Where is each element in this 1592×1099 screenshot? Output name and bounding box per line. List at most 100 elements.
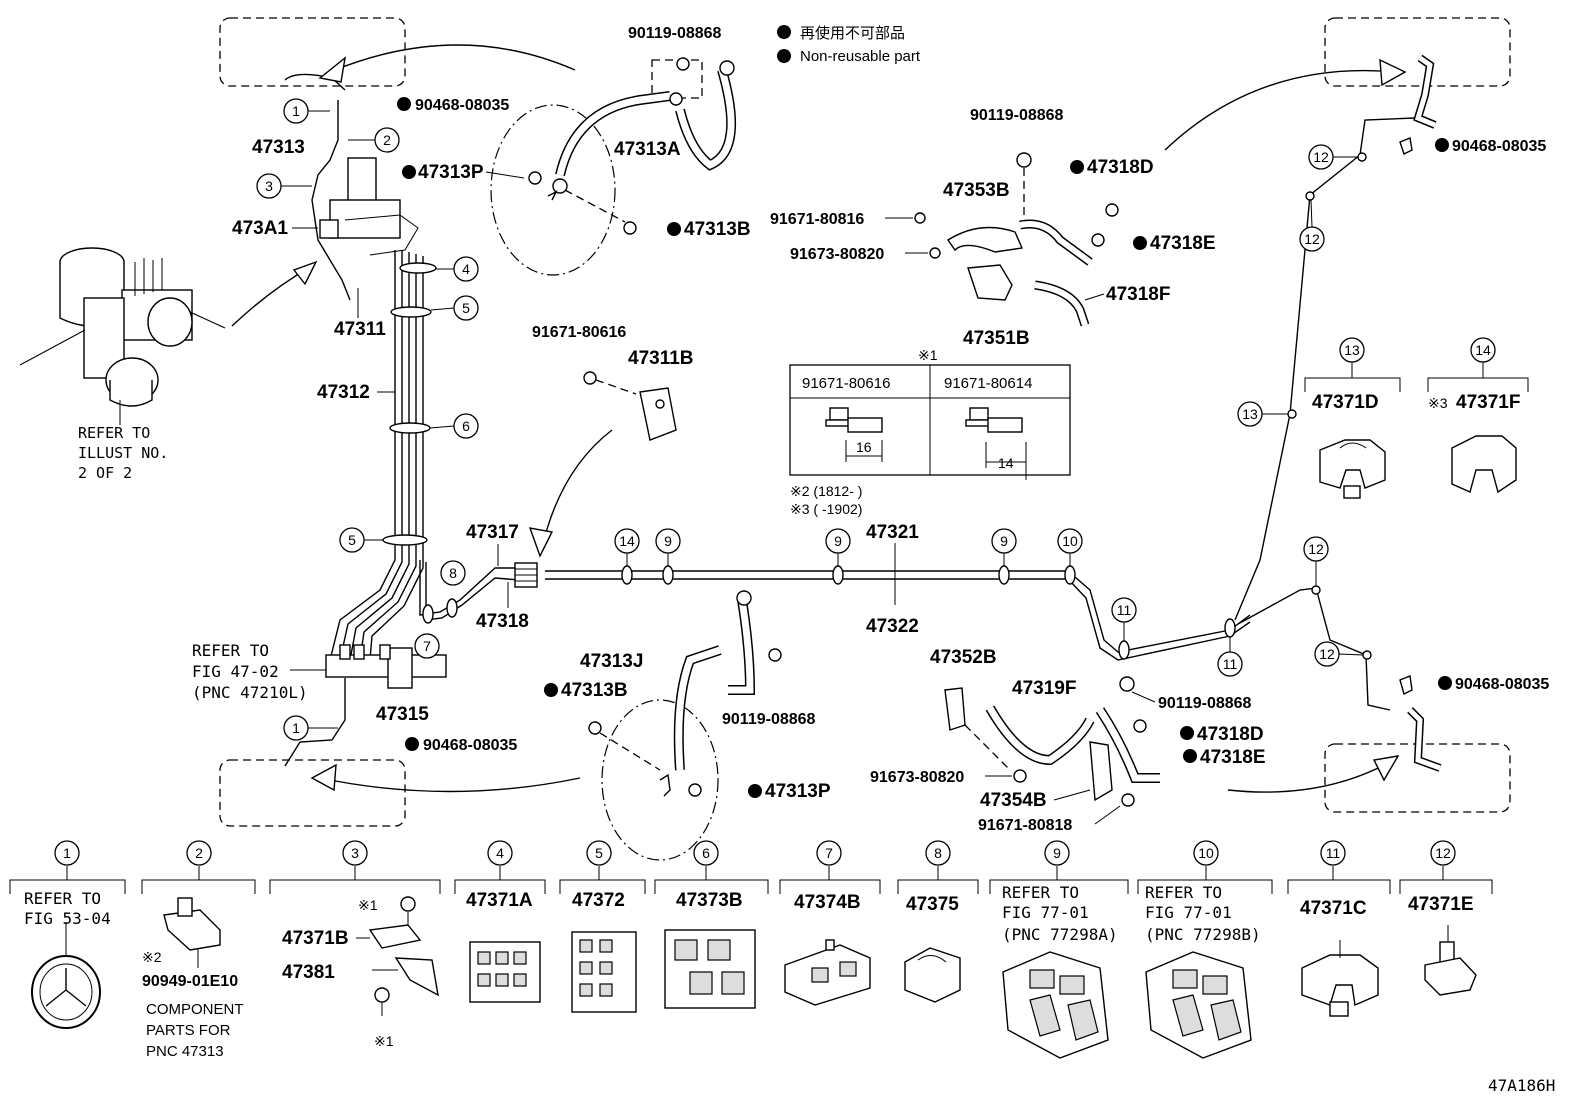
part-label: 47313B xyxy=(561,680,628,701)
brake-actuator-assembly: REFER TO ILLUST NO. 2 OF 2 xyxy=(19,247,318,482)
component-5-drawing xyxy=(571,931,637,1013)
part-label: 90119-08868 xyxy=(628,25,722,42)
arrow-head-icon xyxy=(292,260,318,286)
callout-9: 9 xyxy=(825,528,851,554)
part-label: 47319F xyxy=(1012,678,1076,699)
svg-text:1: 1 xyxy=(292,720,300,736)
component-number-circle xyxy=(816,840,842,866)
svg-text:5: 5 xyxy=(348,532,356,548)
part-label: 47318 xyxy=(476,611,529,632)
svg-text:12: 12 xyxy=(1304,231,1320,247)
part-label: 90468-08035 xyxy=(1452,138,1546,155)
callout-11: 11 xyxy=(1111,597,1137,623)
callout-12: 12 xyxy=(1303,536,1329,562)
part-label: 47318E xyxy=(1200,747,1266,768)
callouts: 1 2 3 4 5 6 5 8 7 1 14 9 9 9 10 11 11 12… xyxy=(256,98,1496,741)
arrow-head-icon xyxy=(318,56,346,83)
component-12-drawing xyxy=(1424,925,1477,996)
callout-12: 12 xyxy=(1308,144,1334,170)
svg-text:8: 8 xyxy=(449,565,457,581)
part-label: 47313J xyxy=(580,651,643,672)
component-part-label: FIG 77-01 xyxy=(1002,903,1089,922)
callout-13: 13 xyxy=(1339,337,1365,363)
component-note-line: PNC 47313 xyxy=(146,1043,224,1060)
part-label: 91671-80616 xyxy=(532,324,626,341)
refer-note-line: (PNC 47210L) xyxy=(192,683,308,702)
refer-note-line: REFER TO xyxy=(192,641,269,660)
part-label: 47318F xyxy=(1106,284,1170,305)
svg-text:12: 12 xyxy=(1313,149,1329,165)
part-label: 91673-80820 xyxy=(870,769,964,786)
part-label: 47352B xyxy=(930,647,997,668)
svg-text:14: 14 xyxy=(1475,342,1491,358)
component-number: 2 xyxy=(195,845,203,861)
arrow-head-icon xyxy=(528,527,554,558)
callout-8: 8 xyxy=(440,560,466,586)
component-4-drawing xyxy=(469,941,541,1003)
part-label: 47313A xyxy=(614,139,681,160)
legend-japanese: 再使用不可部品 xyxy=(800,25,905,42)
component-10-drawing xyxy=(1145,951,1252,1059)
non-reusable-dot-icon xyxy=(777,25,791,39)
component-part-label: 47371C xyxy=(1300,898,1367,919)
part-label: 47317 xyxy=(466,522,519,543)
svg-text:4: 4 xyxy=(462,261,470,277)
callout-7: 7 xyxy=(414,633,440,659)
component-part-label: REFER TO xyxy=(1002,883,1079,902)
component-part-label: 47374B xyxy=(794,892,861,913)
non-reusable-dot-icon xyxy=(777,49,791,63)
svg-text:9: 9 xyxy=(1000,533,1008,549)
part-label: 47354B xyxy=(980,790,1047,811)
callout-9: 9 xyxy=(655,528,681,554)
component-part-label: (PNC 77298B) xyxy=(1145,925,1261,944)
legend: 再使用不可部品 Non-reusable part xyxy=(777,25,921,65)
part-label: 90119-08868 xyxy=(722,711,816,728)
svg-text:2: 2 xyxy=(383,132,391,148)
callout-3: 3 xyxy=(256,173,282,199)
flow-arrow xyxy=(334,44,576,71)
flow-arrow xyxy=(1227,761,1391,793)
svg-text:11: 11 xyxy=(1223,656,1238,672)
refer-note-line: REFER TO xyxy=(78,424,150,442)
component-mark: ※1 xyxy=(358,897,378,913)
part-label: 473A1 xyxy=(232,218,288,239)
component-number: 7 xyxy=(825,845,833,861)
hose-47319F-detail xyxy=(944,676,1160,807)
arrow-head-icon xyxy=(1379,58,1407,87)
part-label: 47353B xyxy=(943,180,1010,201)
callout-2: 2 xyxy=(374,127,400,153)
callout-12: 12 xyxy=(1314,641,1340,667)
footnote-3: ※3 ( -1902) xyxy=(790,501,862,517)
callout-5: 5 xyxy=(453,295,479,321)
main-brake-run xyxy=(514,543,1251,661)
component-number-circle xyxy=(487,840,513,866)
part-label: 91673-80820 xyxy=(790,246,884,263)
svg-text:12: 12 xyxy=(1319,646,1335,662)
component-part-label: 47371A xyxy=(466,890,533,911)
component-part-label: FIG 53-04 xyxy=(24,909,111,928)
svg-text:5: 5 xyxy=(462,300,470,316)
brake-line-bundle xyxy=(284,100,521,767)
part-label: 47313 xyxy=(252,137,305,158)
rear-brake-lines xyxy=(1164,17,1511,813)
component-part-label: 47372 xyxy=(572,890,625,911)
component-number: 8 xyxy=(934,845,942,861)
component-number-circle xyxy=(1193,840,1219,866)
callout-5: 5 xyxy=(339,527,365,553)
bracket-47311B xyxy=(528,371,677,558)
callout-1: 1 xyxy=(283,98,309,124)
component-number-circle xyxy=(1044,840,1070,866)
part-label: 90119-08868 xyxy=(1158,695,1252,712)
bolt-length-table: ※1 91671-80616 91671-80614 16 14 ※2 (181… xyxy=(789,347,1071,517)
component-part-label: 47371E xyxy=(1408,894,1474,915)
dashed-detail-box xyxy=(219,17,406,87)
component-header-7: 7 47374B xyxy=(779,840,881,913)
component-part-label: 47375 xyxy=(906,894,959,915)
footnote-2: ※2 (1812- ) xyxy=(790,483,862,499)
